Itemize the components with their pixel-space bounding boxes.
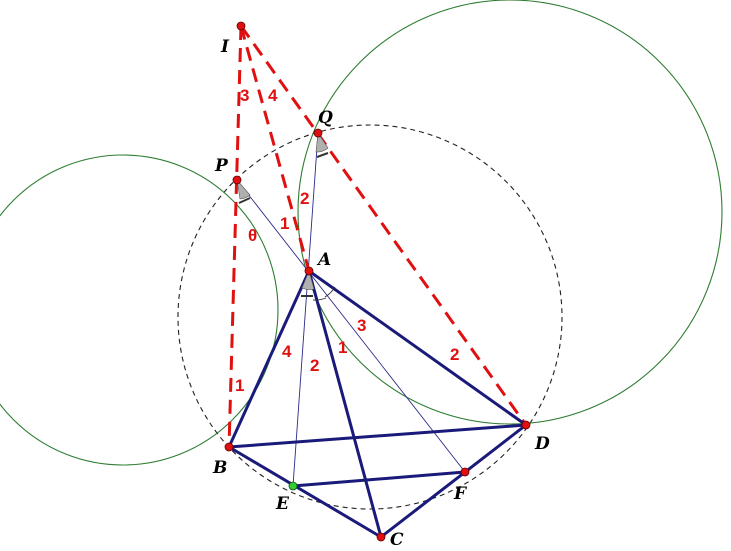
label-point-b: B <box>212 458 227 478</box>
label-theta: θ <box>248 226 257 245</box>
point-f <box>460 467 470 477</box>
point-b <box>224 442 234 452</box>
line-i-a <box>239 25 311 272</box>
label-angle-3-ad: 3 <box>357 316 366 335</box>
edge-a-d <box>308 269 527 427</box>
circle-left-green <box>0 154 279 466</box>
line-i-d <box>239 25 528 426</box>
label-point-p: P <box>214 156 229 176</box>
point-p <box>232 175 242 185</box>
label-angle-1-af: 1 <box>338 338 347 357</box>
label-point-d: D <box>534 434 550 454</box>
label-point-c: C <box>390 530 404 550</box>
circle-right-green <box>297 0 723 425</box>
diagonal-b-d <box>228 423 527 449</box>
label-angle-4-ia: 4 <box>268 86 278 105</box>
edge-b-c <box>228 445 382 539</box>
circumcircle-dashed <box>177 124 563 510</box>
label-angle-1-pa: 1 <box>280 214 289 233</box>
edge-a-b <box>227 270 311 448</box>
line-i-b <box>227 25 243 448</box>
angle-arc-a-d <box>324 286 336 298</box>
label-point-a: A <box>316 250 331 270</box>
label-point-q: Q <box>318 108 333 128</box>
angle-arc-a-c <box>312 297 327 301</box>
label-angle-3-ib: 3 <box>240 86 249 105</box>
angle-mark-p <box>236 179 251 200</box>
angle-mark-q <box>315 132 329 153</box>
label-point-e: E <box>275 494 290 514</box>
point-a <box>304 266 314 276</box>
label-point-f: F <box>453 484 468 504</box>
line-p-f <box>236 179 466 473</box>
point-e <box>288 481 298 491</box>
edge-c-d <box>380 423 527 539</box>
point-q <box>313 128 323 138</box>
label-point-i: I <box>220 37 230 57</box>
label-angle-2-dq: 2 <box>450 345 459 364</box>
angle-mark-a <box>301 270 315 290</box>
segment-e-f <box>292 470 466 488</box>
angle-arrow-p <box>238 197 251 204</box>
line-q-e <box>292 132 319 487</box>
angle-arrow-q <box>316 152 329 158</box>
label-angle-1-bi: 1 <box>235 376 244 395</box>
point-i <box>236 21 246 31</box>
point-d <box>521 420 531 430</box>
diagonal-a-c <box>307 270 383 538</box>
label-angle-2-qa: 2 <box>300 189 309 208</box>
label-angle-2-ae: 2 <box>310 356 319 375</box>
point-c <box>376 532 386 542</box>
label-angle-4-ab: 4 <box>282 342 292 361</box>
